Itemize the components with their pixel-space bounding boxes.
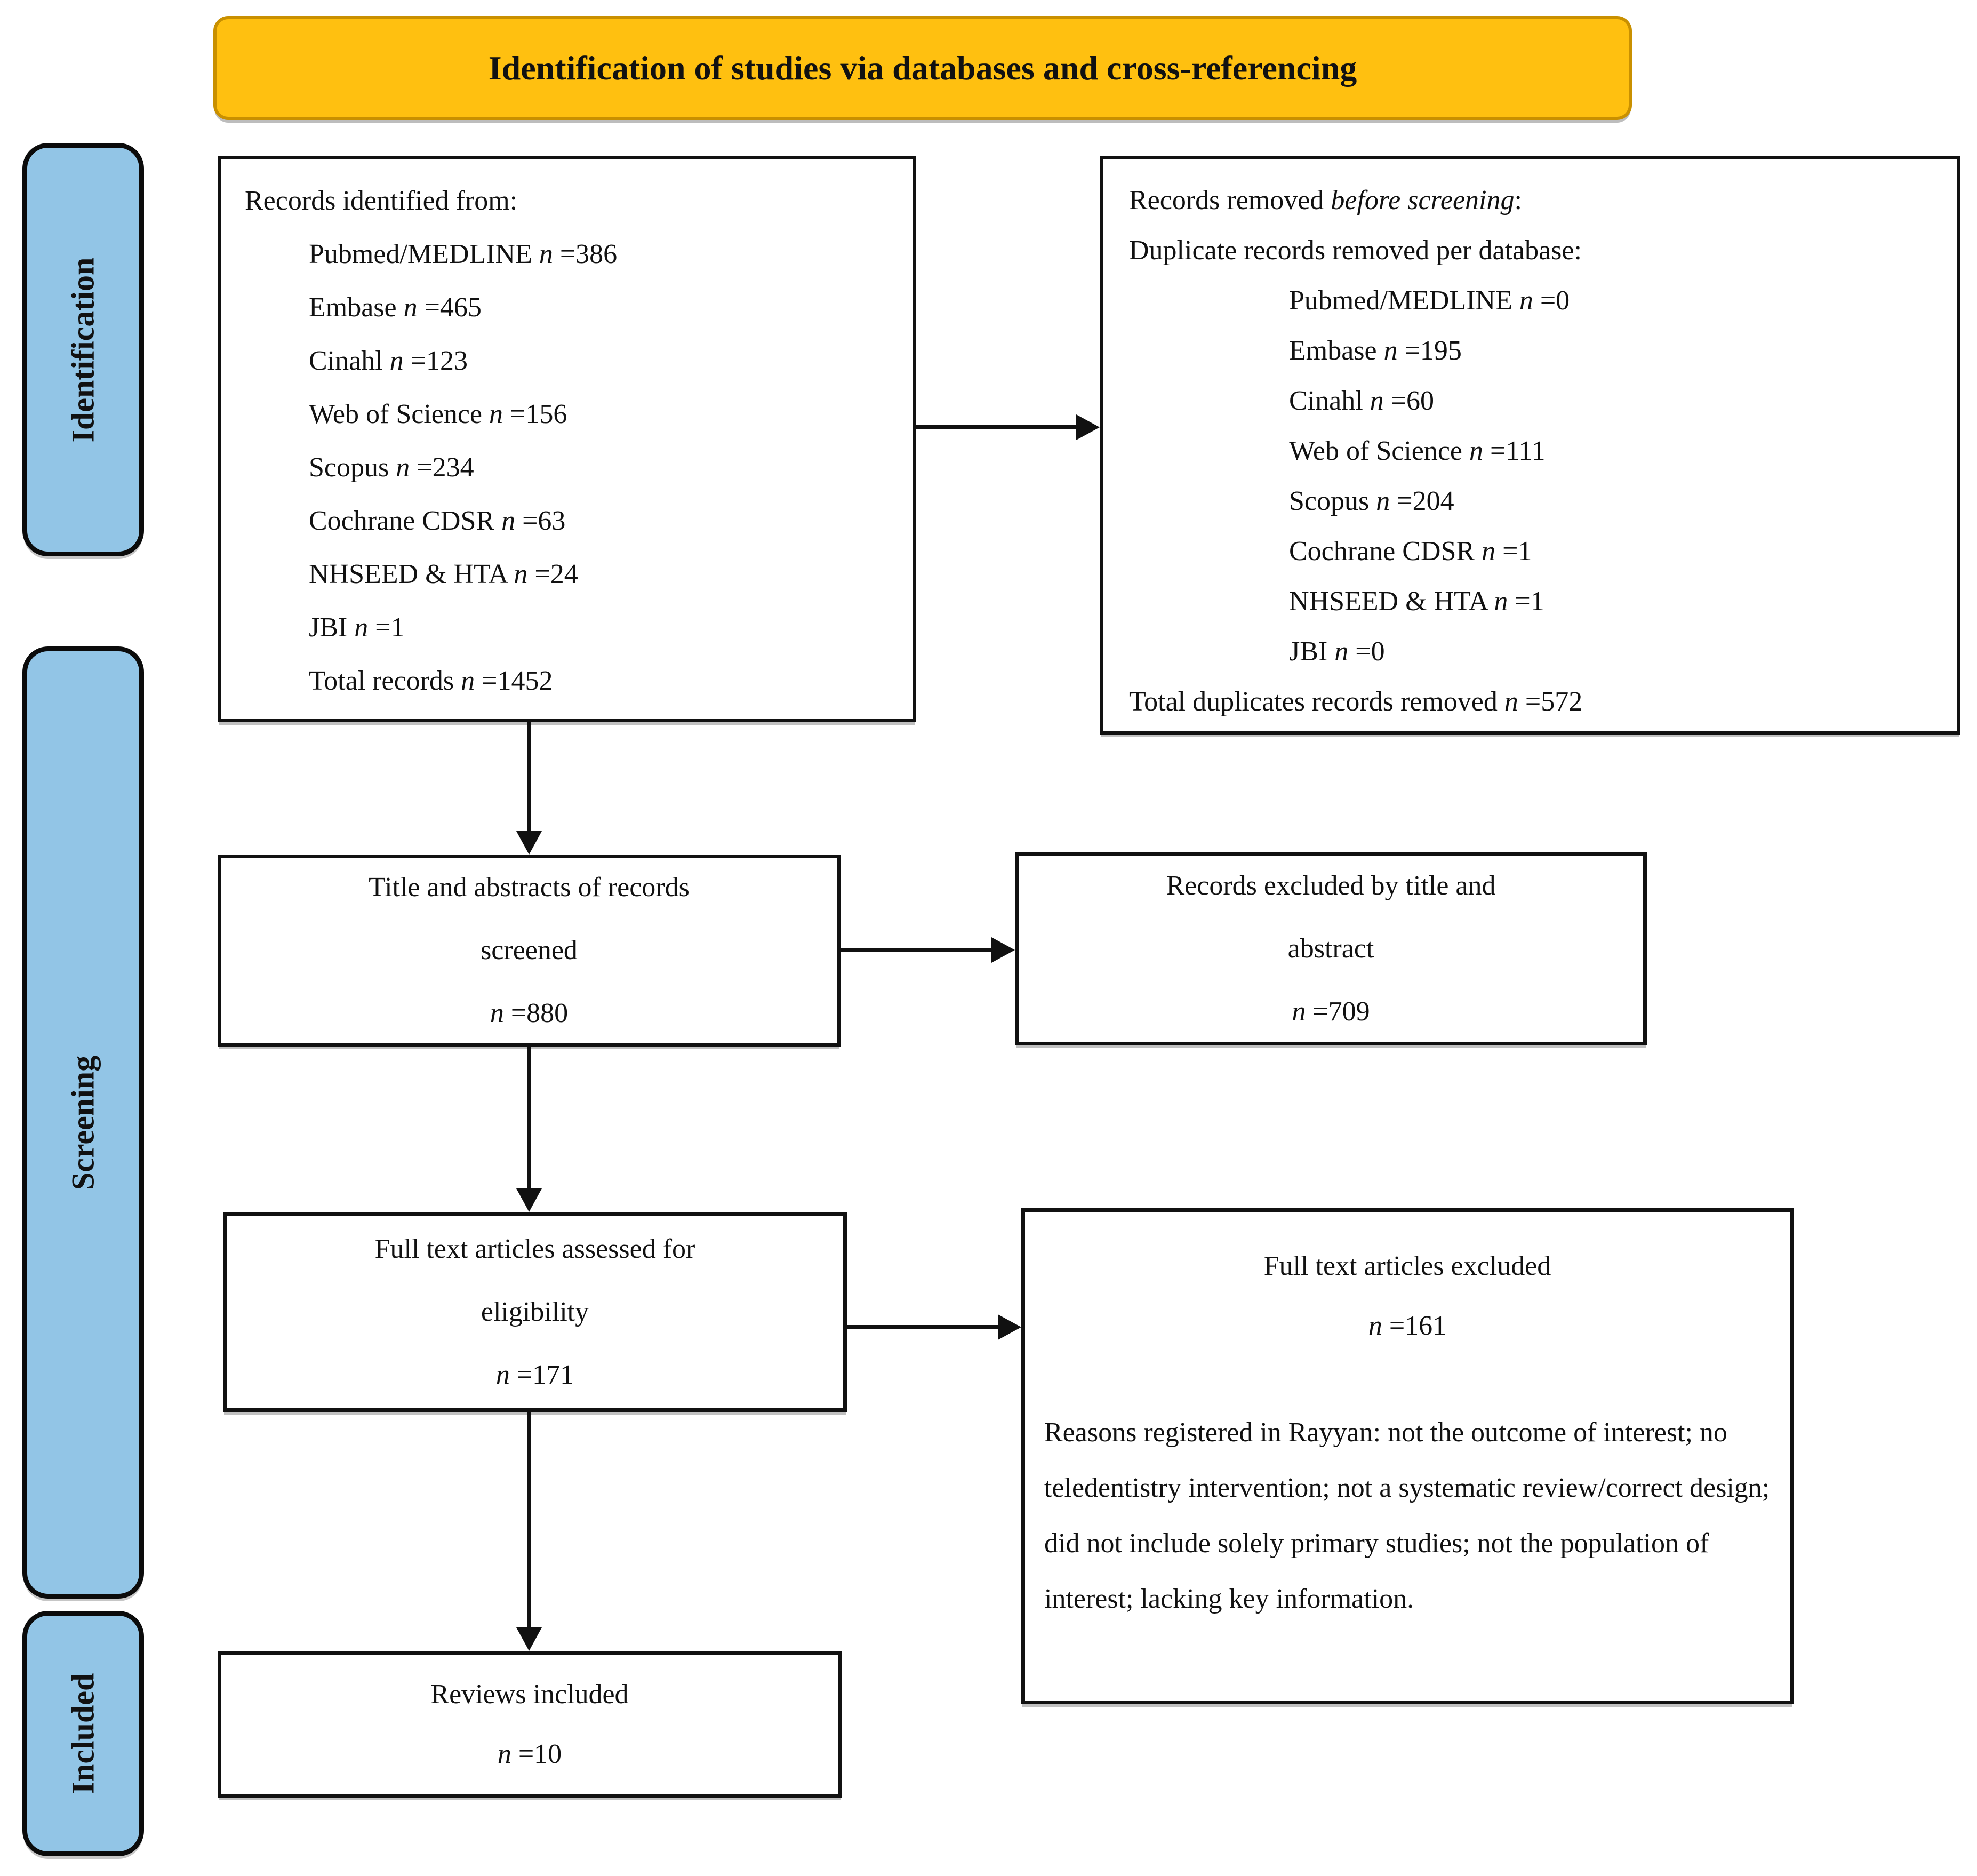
diagram-title: Identification of studies via databases …	[488, 49, 1357, 87]
list-item: JBI n =0	[1289, 636, 1385, 667]
stage-label-identification: Identification	[22, 143, 144, 556]
fulltext-excluded-reasons: Reasons registered in Rayyan: not the ou…	[1044, 1417, 1770, 1614]
records-removed-box: Records removed before screening: Duplic…	[1100, 156, 1960, 735]
stage-label-included-text: Included	[65, 1673, 101, 1794]
list-item: Cochrane CDSR n =63	[309, 506, 566, 536]
duplicates-total: Total duplicates records removed n =572	[1129, 686, 1583, 717]
list-item: Pubmed/MEDLINE n =0	[1289, 285, 1570, 316]
arrow-fulltext-to-excluded	[847, 1325, 999, 1329]
stage-label-identification-text: Identification	[65, 257, 101, 442]
arrow-screened-to-excluded	[841, 948, 992, 952]
list-item: JBI n =1	[309, 612, 405, 643]
records-identified-box: Records identified from: Pubmed/MEDLINE …	[218, 156, 916, 722]
list-item: Total records n =1452	[309, 666, 553, 696]
list-item: Web of Science n =111	[1289, 436, 1546, 466]
list-item: Pubmed/MEDLINE n =386	[309, 239, 618, 269]
list-item: Cinahl n =60	[1289, 386, 1434, 416]
list-item: Embase n =195	[1289, 336, 1462, 366]
list-item: Scopus n =234	[309, 452, 474, 483]
records-removed-heading: Records removed before screening:	[1129, 185, 1522, 215]
arrow-screened-to-fulltext	[527, 1047, 531, 1190]
list-item: Scopus n =204	[1289, 486, 1454, 516]
arrow-fulltext-to-included	[527, 1412, 531, 1628]
duplicates-subheading: Duplicate records removed per database:	[1129, 235, 1582, 266]
list-item: Cinahl n =123	[309, 346, 468, 376]
records-identified-heading: Records identified from:	[245, 186, 518, 216]
list-item: Cochrane CDSR n =1	[1289, 536, 1532, 566]
stage-label-screening: Screening	[22, 646, 144, 1599]
list-item: Web of Science n =156	[309, 399, 567, 429]
list-item: NHSEED & HTA n =24	[309, 559, 578, 589]
title-banner: Identification of studies via databases …	[213, 16, 1632, 120]
arrow-identified-to-screened	[527, 722, 531, 832]
stage-label-included: Included	[22, 1611, 144, 1856]
list-item: NHSEED & HTA n =1	[1289, 586, 1544, 617]
stage-label-screening-text: Screening	[65, 1055, 101, 1190]
list-item: Embase n =465	[309, 292, 482, 323]
arrow-identified-to-duplicates	[916, 425, 1077, 429]
